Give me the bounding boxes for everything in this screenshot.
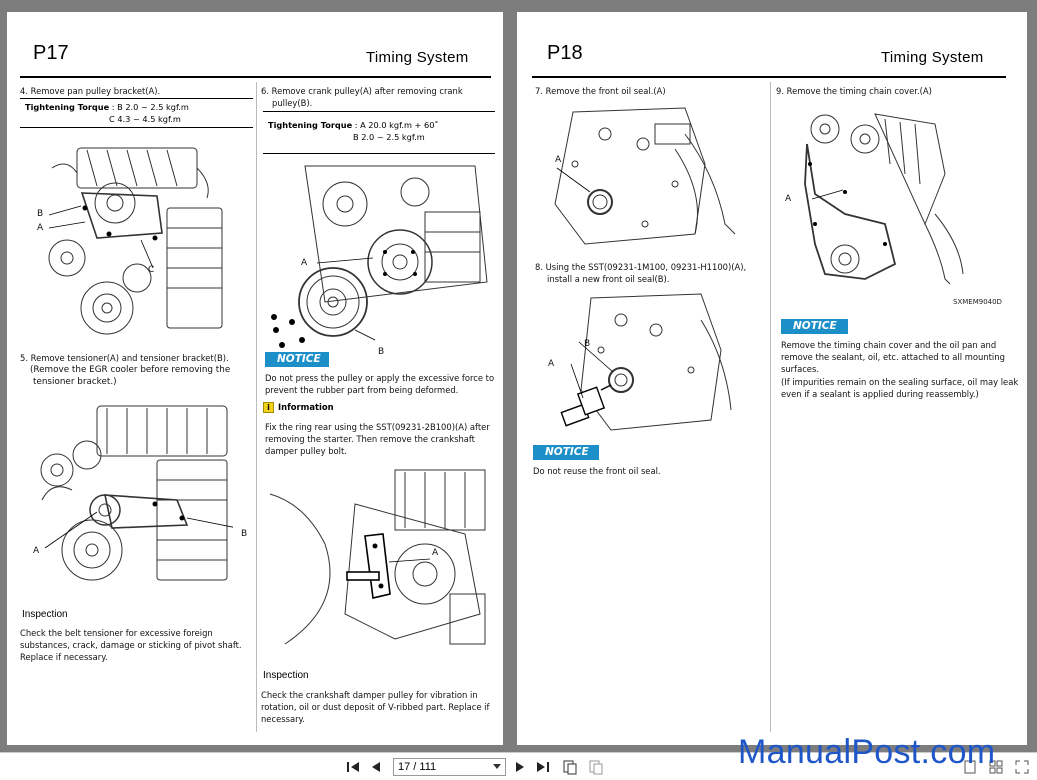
notice-text-5: even if a sealant is applied during reas…: [781, 389, 979, 399]
figure-code: SXMEM9040D: [953, 298, 1002, 306]
header-rule: [532, 76, 1006, 78]
watermark: ManualPost.com: [738, 733, 996, 771]
callout-a: A: [33, 546, 40, 556]
step7-title: 7. Remove the front oil seal.(A): [535, 86, 666, 96]
notice-text-3: surfaces.: [781, 364, 819, 374]
step5-note-2: tensioner bracket.): [33, 377, 117, 387]
information-icon: i: [263, 402, 274, 413]
notice-tag: NOTICE: [781, 319, 848, 334]
page-p18: P18 Timing System 7. Remove the front oi…: [517, 12, 1027, 745]
step6-title-2: pulley(B).: [272, 98, 313, 108]
figure-pan-pulley-bracket: [37, 138, 233, 340]
torque-label: Tightening Torque: [268, 120, 353, 130]
first-page-icon[interactable]: [345, 759, 361, 775]
document-viewer: P17 Timing System 4. Remove pan pulley b…: [0, 0, 1037, 752]
two-page-view-icon[interactable]: [588, 759, 604, 775]
callout-b: B: [241, 529, 248, 539]
callout-b: B: [378, 347, 385, 357]
torque-box-step6: Tightening Torque : A 20.0 kgf.m + 60˚ B…: [263, 111, 495, 154]
inspection-heading: Inspection: [263, 670, 309, 681]
page-number-select[interactable]: 17 / 111: [393, 758, 506, 776]
callout-b: B: [584, 339, 591, 349]
column-divider: [256, 82, 257, 732]
figure-ring-rear-sst: [265, 464, 497, 654]
inspection-text-2: substances, crack, damage or sticking of…: [20, 640, 242, 650]
next-page-icon[interactable]: [512, 759, 528, 775]
page-number: P18: [547, 42, 583, 64]
step8-title-2: install a new front oil seal(B).: [547, 274, 670, 284]
notice-tag: NOTICE: [533, 445, 599, 460]
prev-page-icon[interactable]: [368, 759, 384, 775]
fullscreen-icon[interactable]: [1014, 759, 1030, 775]
torque-value-a: : A 20.0 kgf.m + 60˚: [354, 120, 439, 130]
callout-a: A: [555, 155, 562, 165]
chevron-down-icon: [493, 764, 501, 769]
grid-layout-icon[interactable]: [988, 759, 1004, 775]
notice-text: Do not reuse the front oil seal.: [533, 466, 661, 476]
torque-value-b: B 2.0 ~ 2.5 kgf.m: [353, 132, 425, 142]
callout-a: A: [785, 194, 792, 204]
step4-title: 4. Remove pan pulley bracket(A).: [20, 86, 161, 96]
figure-tensioner: [37, 400, 233, 584]
page-number: P17: [33, 42, 69, 64]
header-rule: [20, 76, 491, 78]
information-text-3: damper pulley bolt.: [265, 446, 347, 456]
callout-b: B: [37, 209, 44, 219]
information-text-1: Fix the ring rear using the SST(09231-2B…: [265, 422, 490, 432]
information-label: Information: [278, 402, 334, 412]
page-p17: P17 Timing System 4. Remove pan pulley b…: [7, 12, 503, 745]
torque-label: Tightening Torque: [25, 102, 110, 112]
notice-text-1: Remove the timing chain cover and the oi…: [781, 340, 997, 350]
last-page-icon[interactable]: [535, 759, 551, 775]
step5-note-1: (Remove the EGR cooler before removing t…: [30, 365, 231, 375]
information-text-2: removing the starter. Then remove the cr…: [265, 434, 475, 444]
column-divider: [770, 82, 771, 732]
torque-value-b: : B 2.0 ~ 2.5 kgf.m: [111, 102, 189, 112]
step8-title-1: 8. Using the SST(09231-1M100, 09231-H110…: [535, 262, 747, 272]
page-indicator: 17 / 111: [398, 761, 437, 773]
notice-tag: NOTICE: [265, 352, 329, 367]
notice-text-2: prevent the rubber part from being defor…: [265, 385, 459, 395]
inspection-text-2: rotation, oil or dust deposit of V-ribbe…: [261, 702, 490, 712]
figure-crank-pulley: [265, 162, 493, 352]
torque-value-c: C 4.3 ~ 4.5 kgf.m: [109, 114, 181, 124]
notice-text-1: Do not press the pulley or apply the exc…: [265, 373, 495, 383]
single-page-view-icon[interactable]: [562, 759, 578, 775]
inspection-heading: Inspection: [22, 609, 68, 620]
step9-title: 9. Remove the timing chain cover.(A): [776, 86, 932, 96]
information-heading: i Information: [263, 402, 334, 413]
viewer-toolbar: 17 / 111: [0, 752, 1037, 780]
callout-a: A: [548, 359, 555, 369]
inspection-text-3: Replace if necessary.: [20, 652, 108, 662]
inspection-text-1: Check the crankshaft damper pulley for v…: [261, 690, 478, 700]
figure-front-oil-seal: [545, 104, 740, 252]
callout-c: C: [148, 265, 155, 275]
notice-text-4: (If impurities remain on the sealing sur…: [781, 377, 1019, 387]
torque-box-step4: Tightening Torque : B 2.0 ~ 2.5 kgf.m C …: [20, 98, 253, 128]
callout-a: A: [301, 258, 308, 268]
single-layout-icon[interactable]: [962, 759, 978, 775]
figure-install-oil-seal: [541, 290, 741, 440]
step5-title: 5. Remove tensioner(A) and tensioner bra…: [20, 353, 229, 363]
section-title: Timing System: [366, 49, 469, 66]
notice-text-2: remove the sealant, oil, etc. attached t…: [781, 352, 1005, 362]
figure-timing-chain-cover: [785, 104, 965, 294]
callout-a: A: [432, 548, 439, 558]
step6-title-1: 6. Remove crank pulley(A) after removing…: [261, 86, 463, 96]
section-title: Timing System: [881, 49, 984, 66]
callout-a: A: [37, 223, 44, 233]
inspection-text-3: necessary.: [261, 714, 305, 724]
inspection-text-1: Check the belt tensioner for excessive f…: [20, 628, 213, 638]
